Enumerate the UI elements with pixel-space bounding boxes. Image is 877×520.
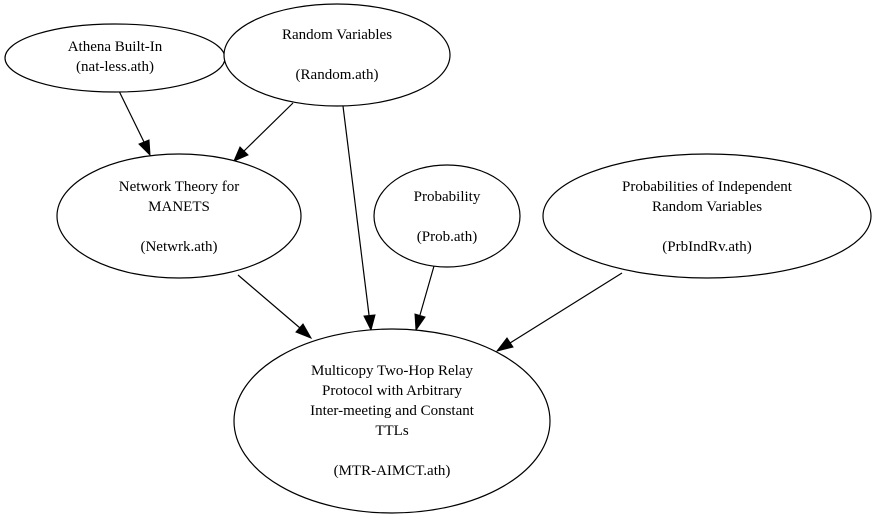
- node-label-line: Inter-meeting and Constant: [310, 403, 475, 419]
- edge-prbindrv-to-mtr: [495, 272, 623, 352]
- node-mtr: Multicopy Two-Hop Relay Protocol with Ar…: [233, 328, 551, 514]
- node-random: Random Variables (Random.ath): [223, 3, 451, 107]
- node-label-line: Athena Built-In: [68, 39, 163, 55]
- node-netwrk: Network Theory for MANETS (Netwrk.ath): [56, 153, 302, 279]
- node-label-line: (MTR-AIMCT.ath): [334, 463, 451, 479]
- edge-random-to-mtr: [342, 105, 376, 332]
- edge-athena-to-netwrk: [118, 90, 151, 157]
- node-label-line: MANETS: [148, 199, 210, 215]
- node-label-line: Probability: [414, 189, 481, 205]
- node-label-line: TTLs: [375, 423, 408, 439]
- node-label-line: Protocol with Arbitrary: [322, 383, 462, 399]
- node-label-line: Probabilities of Independent: [622, 179, 793, 195]
- node-athena: Athena Built-In (nat-less.ath): [4, 23, 226, 93]
- node-label-line: (Prob.ath): [417, 229, 477, 245]
- node-label-line: (nat-less.ath): [76, 59, 154, 75]
- node-label-line: Random Variables: [282, 27, 392, 43]
- edge-random-to-netwrk: [233, 102, 294, 162]
- node-label-line: (Random.ath): [296, 67, 379, 83]
- edge-netwrk-to-mtr: [237, 274, 313, 339]
- node-label-line: (PrbIndRv.ath): [662, 239, 751, 255]
- node-label-line: Multicopy Two-Hop Relay: [311, 363, 473, 379]
- node-prbindrv: Probabilities of Independent Random Vari…: [542, 153, 872, 279]
- node-prob: Probability (Prob.ath): [373, 164, 521, 268]
- node-label-line: Random Variables: [652, 199, 762, 215]
- node-label-line: Network Theory for: [119, 179, 240, 195]
- edges: [118, 90, 623, 352]
- edge-prob-to-mtr: [414, 265, 435, 332]
- node-label-line: (Netwrk.ath): [140, 239, 217, 255]
